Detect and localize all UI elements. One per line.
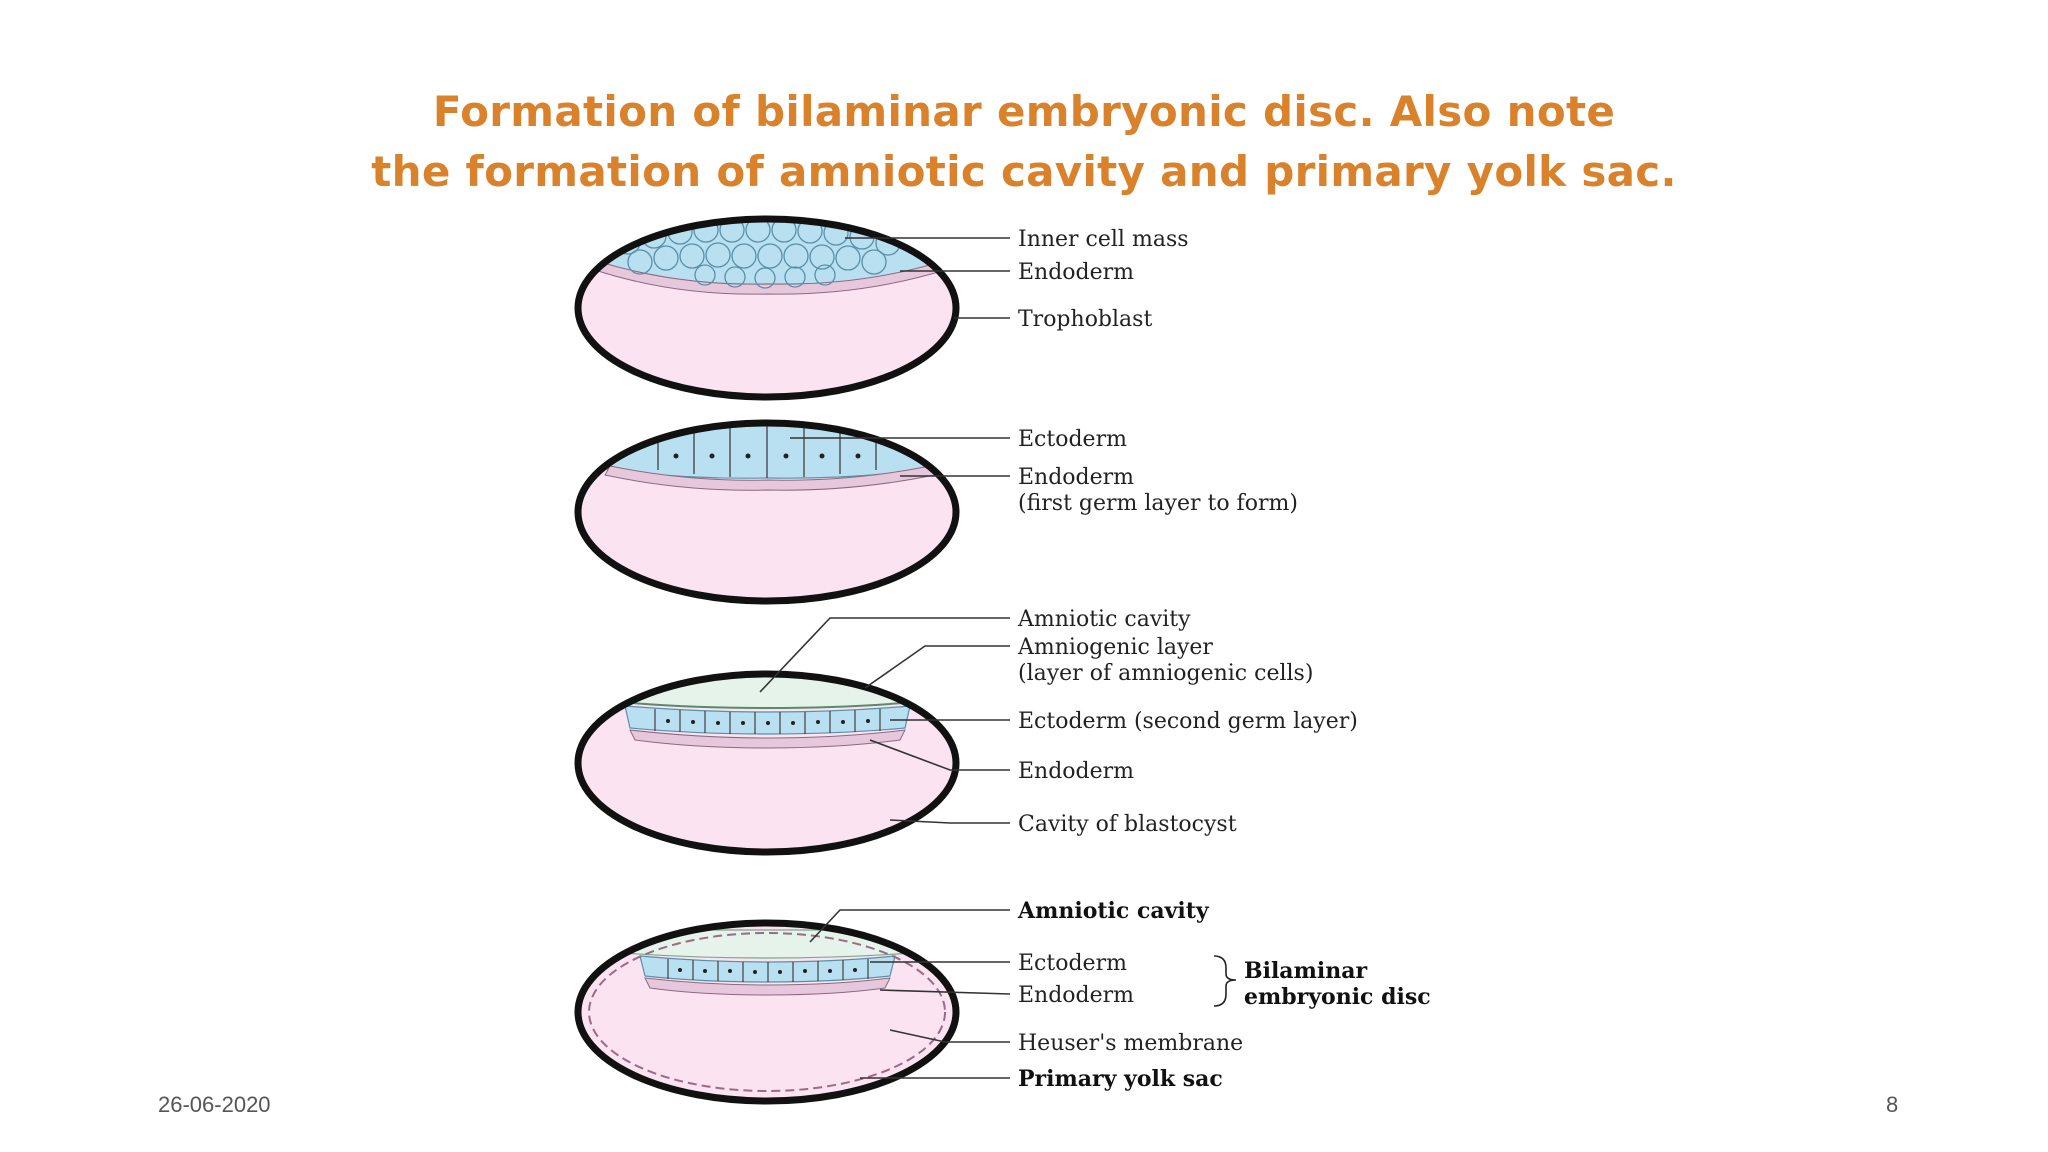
stage-4-ectoderm-cells [667,959,869,982]
stage-2-leader-lines [790,437,1010,477]
label-stage-3-amniotic-cavity: Amniotic cavity [1017,607,1191,632]
label-stage-2-endoderm: Endoderm [1018,465,1134,490]
stage-4-leader-lines [809,909,1011,1079]
label-trophoblast: Trophoblast [1018,307,1152,332]
stage-4-cell-nuclei [678,968,857,974]
label-stage-4-ectoderm: Ectoderm [1018,951,1127,976]
label-amniogenic-layer: Amniogenic layer [1017,635,1213,660]
stage-3-blastocyst: Amniotic cavity Amniogenic layer (layer … [574,607,1358,856]
stage-3-cell-nuclei [666,719,870,725]
label-bilaminar-line-2: embryonic disc [1244,984,1431,1010]
label-stage-2-ectoderm: Ectoderm [1018,427,1127,452]
label-inner-cell-mass: Inner cell mass [1018,227,1189,252]
stage-3-leader-lines [759,617,1010,824]
stage-2-trophoblast [574,419,960,605]
stage-2-cell-nuclei [673,453,861,459]
slide-title-line-2: the formation of amniotic cavity and pri… [371,147,1677,196]
label-stage-4-endoderm: Endoderm [1018,983,1134,1008]
label-bilaminar-line-1: Bilaminar [1244,958,1367,984]
stage-1-trophoblast [574,215,960,401]
stage-4-brace [1213,955,1237,1007]
label-stage-3-ectoderm: Ectoderm (second germ layer) [1018,709,1358,734]
stage-3-ectoderm-layer [624,705,911,735]
stage-1-leader-lines [845,237,1010,319]
label-stage-3-endoderm: Endoderm [1018,759,1134,784]
slide-number: 8 [1886,1092,1899,1117]
label-heusers-membrane: Heuser's membrane [1018,1031,1243,1056]
stage-1-blastocyst: Inner cell mass Endoderm Trophoblast [574,215,1189,401]
label-amniogenic-note: (layer of amniogenic cells) [1018,661,1313,686]
stage-3-ectoderm-cells [654,709,881,734]
slide-date: 26-06-2020 [158,1092,271,1117]
slide-title-line-1: Formation of bilaminar embryonic disc. A… [432,87,1616,136]
stage-3-endoderm-layer [629,729,906,749]
stage-4-blastocyst: Amniotic cavity Ectoderm Endoderm Bilami… [574,898,1431,1105]
stage-4-trophoblast [574,919,960,1105]
label-stage-4-amniotic-cavity: Amniotic cavity [1017,898,1210,924]
label-stage-1-endoderm: Endoderm [1018,260,1134,285]
stage-2-blastocyst: Ectoderm Endoderm (first germ layer to f… [574,419,1298,605]
stage-4-endoderm-layer [644,977,891,996]
stage-4-amniotic-cavity [609,929,926,959]
stage-3-trophoblast [574,670,960,856]
label-stage-2-endoderm-note: (first germ layer to form) [1018,491,1298,516]
stage-4-heusers-membrane [588,932,946,1092]
stage-3-amniogenic-layer [599,699,936,710]
label-blastocyst-cavity: Cavity of blastocyst [1018,812,1237,837]
label-primary-yolk-sac: Primary yolk sac [1018,1066,1223,1092]
slide-title: Formation of bilaminar embryonic disc. A… [0,82,2048,202]
